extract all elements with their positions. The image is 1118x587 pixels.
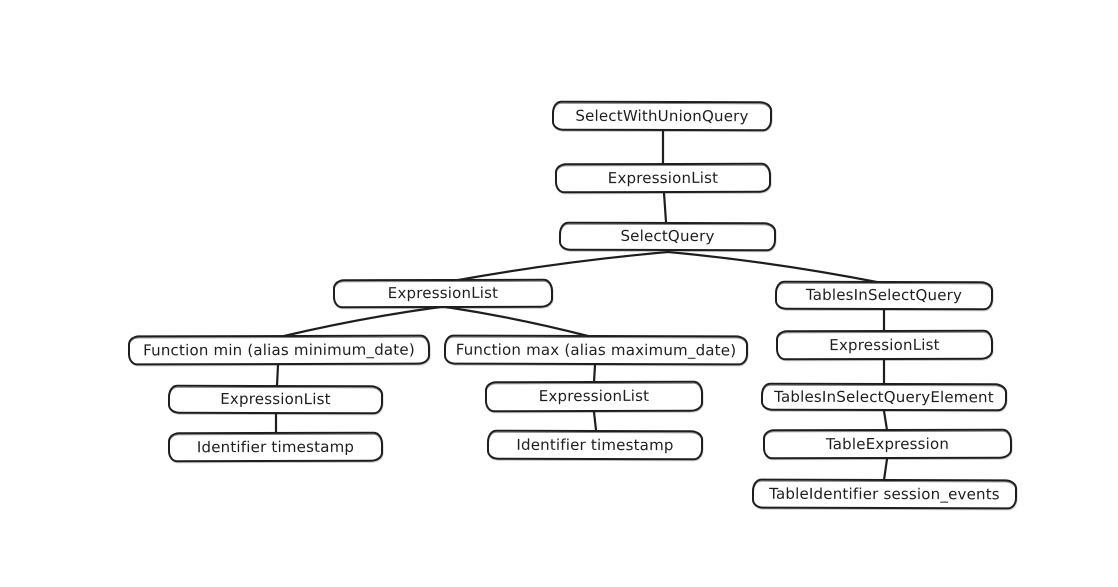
node-table-expression: TableExpression (762, 428, 1013, 460)
edge-expressionlist-functionmin (282, 305, 442, 338)
edge-tablesinselectqueryelement-tableexpression (882, 409, 889, 432)
edge-selectquery-expressionlist (445, 250, 670, 284)
node-expression-list-select: ExpressionList (332, 278, 554, 309)
edge-expressionlist-selectquery (662, 191, 668, 224)
node-table-identifier-session-events: TableIdentifier session_events (751, 478, 1018, 510)
edge-expressionlist-identifiertimestamp-max (592, 410, 598, 432)
node-select-query: SelectQuery (558, 221, 777, 252)
edge-selectquery-tablesinselectquery (666, 250, 884, 285)
node-function-max: Function max (alias maximum_date) (443, 334, 749, 366)
edge-tableexpression-tableidentifier (882, 457, 889, 482)
node-expression-list-root: ExpressionList (554, 162, 772, 194)
node-tables-in-select-query-element: TablesInSelectQueryElement (760, 382, 1008, 412)
node-expression-list-tables: ExpressionList (775, 329, 994, 361)
node-expression-list-max: ExpressionList (484, 380, 704, 413)
node-identifier-timestamp-max: Identifier timestamp (486, 429, 704, 461)
edge-functionmax-expressionlist (592, 363, 597, 384)
node-tables-in-select-query: TablesInSelectQuery (774, 280, 994, 311)
edge-expressionlist-functionmax (444, 305, 590, 338)
node-identifier-timestamp-min: Identifier timestamp (167, 431, 384, 463)
node-function-min: Function min (alias minimum_date) (127, 334, 431, 366)
node-select-with-union-query: SelectWithUnionQuery (551, 100, 773, 132)
node-expression-list-min: ExpressionList (167, 384, 384, 415)
edge-functionmin-expressionlist (275, 363, 280, 388)
